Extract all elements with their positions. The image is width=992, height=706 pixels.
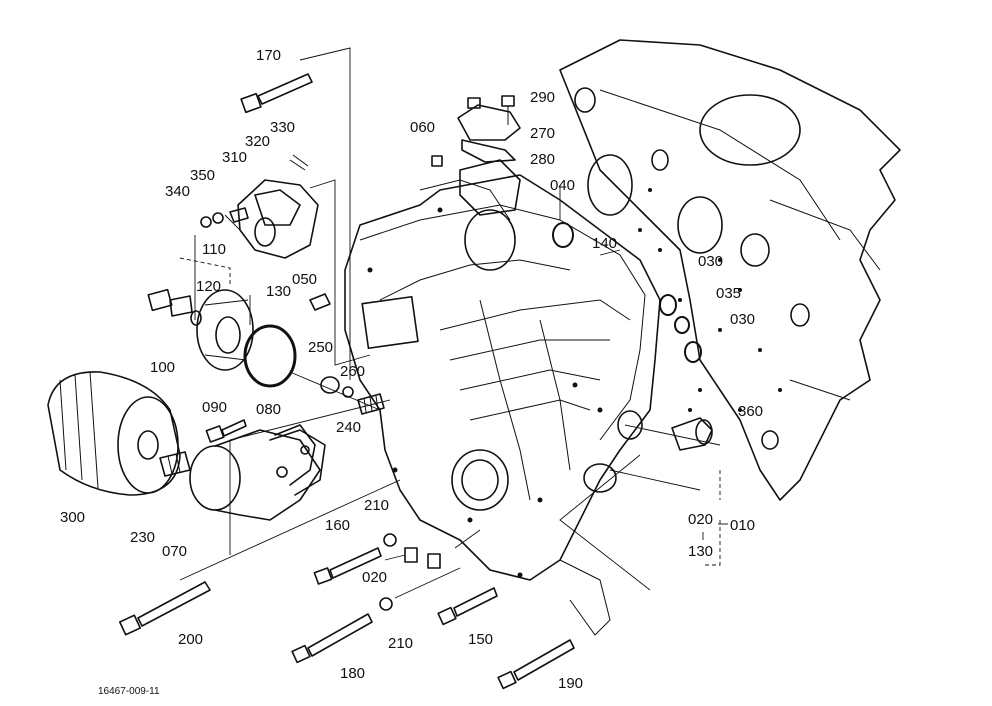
callout-020-lower: 020: [362, 569, 387, 586]
callout-020-right: 020: [688, 511, 713, 528]
callout-320: 320: [245, 133, 270, 150]
callout-150: 150: [468, 631, 493, 648]
callout-060: 060: [410, 119, 435, 136]
oil-filter: [47, 371, 181, 496]
gear-case: [344, 159, 661, 636]
gasket-080: [274, 424, 316, 486]
callout-210-lower: 210: [388, 635, 413, 652]
callout-170: 170: [256, 47, 281, 64]
filter-head: [196, 289, 254, 371]
callout-270: 270: [530, 125, 555, 142]
callout-280: 280: [530, 151, 555, 168]
callout-310: 310: [222, 149, 247, 166]
callout-090: 090: [202, 399, 227, 416]
callout-100: 100: [150, 359, 175, 376]
callout-230: 230: [130, 529, 155, 546]
callout-240: 240: [336, 419, 361, 436]
top-cover-plate: [457, 95, 521, 163]
callout-130: 130: [266, 283, 291, 300]
bolt-190: [497, 639, 575, 690]
callout-250: 250: [308, 339, 333, 356]
callout-210-upper: 210: [364, 497, 389, 514]
plug-360: [671, 417, 713, 451]
callout-040: 040: [550, 177, 575, 194]
callout-080: 080: [256, 401, 281, 418]
callout-190: 190: [558, 675, 583, 692]
callout-260: 260: [340, 363, 365, 380]
callout-340: 340: [165, 183, 190, 200]
callout-140: 140: [592, 235, 617, 252]
callout-160: 160: [325, 517, 350, 534]
callout-300: 300: [60, 509, 85, 526]
bolt-090: [205, 419, 247, 443]
callout-110: 110: [202, 241, 226, 258]
callout-070: 070: [162, 543, 187, 560]
engine-block: [559, 39, 901, 501]
drawing-number: 16467-009-11: [98, 686, 160, 697]
washers-dowels: [379, 533, 441, 611]
leader-lines: [179, 47, 721, 599]
callout-labels: 170 330 320 310 350 340 110 120 100 130 …: [60, 47, 763, 697]
thermostat-housing: [200, 154, 319, 259]
callout-180: 180: [340, 665, 365, 682]
callout-030-lower: 030: [730, 311, 755, 328]
callout-290: 290: [530, 89, 555, 106]
callout-330: 330: [270, 119, 295, 136]
bolt-160: [313, 547, 382, 585]
o-ring-130: [243, 324, 297, 388]
callout-010: 010: [730, 517, 755, 534]
callout-360: 360: [738, 403, 763, 420]
bolt-150: [437, 587, 498, 626]
callout-035: 035: [716, 285, 741, 302]
callout-350: 350: [190, 167, 215, 184]
callout-050: 050: [292, 271, 317, 288]
bolt-200: [118, 581, 211, 636]
bolt-170: [240, 73, 313, 114]
callout-120: 120: [196, 278, 221, 295]
dowel-060: [431, 155, 443, 167]
drain-plug: [147, 288, 202, 326]
callout-200: 200: [178, 631, 203, 648]
filter-bracket: [189, 429, 326, 521]
callout-130-right: 130: [688, 543, 713, 560]
callout-030-upper: 030: [698, 253, 723, 270]
o-rings-right: [552, 222, 702, 363]
bolt-180: [291, 613, 373, 664]
